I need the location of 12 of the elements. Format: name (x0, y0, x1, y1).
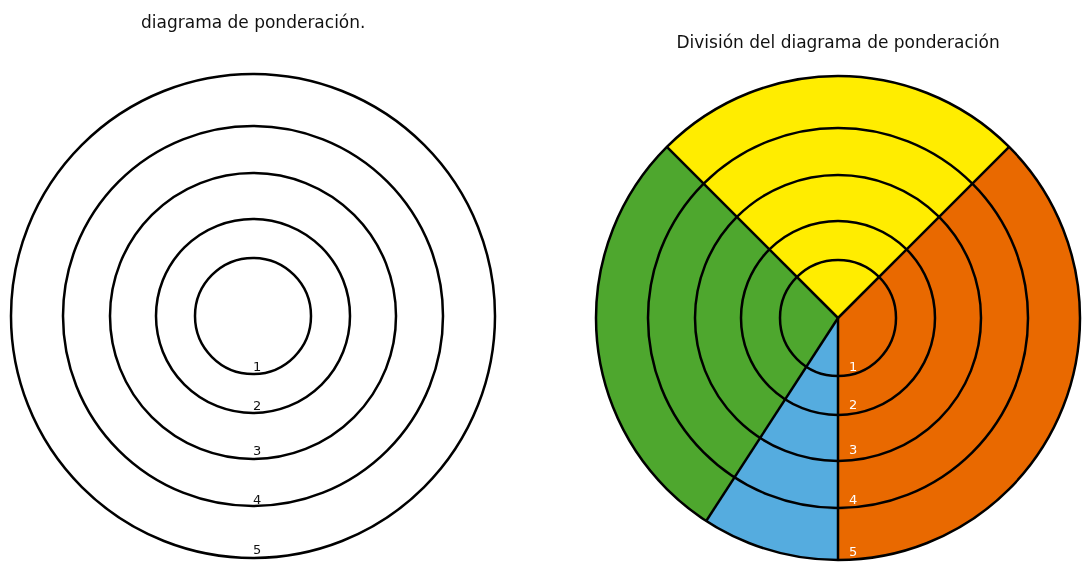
ring-number: 2 (253, 398, 262, 412)
ring-number: 3 (253, 443, 262, 457)
ring-number: 1 (849, 359, 858, 373)
ring-number: 5 (849, 544, 858, 558)
ring-number: 4 (253, 492, 262, 506)
heading: División del diagrama de ponderación (676, 33, 1000, 51)
ring-number: 5 (253, 542, 262, 556)
heading: diagrama de ponderación. (141, 13, 366, 31)
ring-number: 3 (849, 442, 858, 456)
ring-number: 4 (849, 492, 858, 506)
ring-number: 2 (849, 397, 858, 411)
ring-number: 1 (253, 359, 262, 373)
